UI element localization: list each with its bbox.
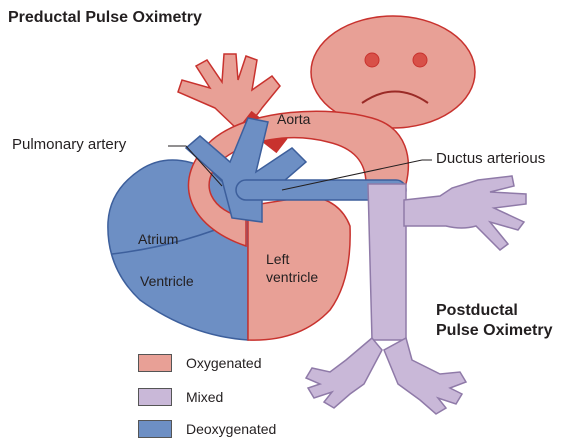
- aorta-label: Aorta: [277, 112, 310, 126]
- legend-label: Mixed: [186, 389, 223, 405]
- legend-item-mixed: Mixed: [138, 386, 223, 408]
- left-ventricle-label-line1: Left: [266, 252, 289, 266]
- ventricle-label: Ventricle: [140, 274, 194, 288]
- postductal-title-line1: Postductal: [436, 303, 518, 319]
- atrium-label: Atrium: [138, 232, 178, 246]
- legend-item-deoxygenated: Deoxygenated: [138, 418, 276, 440]
- right-foot-icon: [384, 338, 466, 414]
- legend-label: Oxygenated: [186, 355, 262, 371]
- left-ventricle-label-line2: ventricle: [266, 270, 318, 284]
- deoxygenated-swatch: [138, 420, 172, 438]
- legend-label: Deoxygenated: [186, 421, 276, 437]
- left-foot-icon: [306, 338, 382, 408]
- pulmonary-artery-label: Pulmonary artery: [12, 137, 126, 152]
- mixed-swatch: [138, 388, 172, 406]
- preductal-title: Preductal Pulse Oximetry: [8, 10, 202, 26]
- oxygenated-swatch: [138, 354, 172, 372]
- postductal-title-line2: Pulse Oximetry: [436, 323, 553, 339]
- left-hand-icon: [404, 176, 526, 250]
- ductus-arterious-label: Ductus arterious: [436, 151, 545, 166]
- legend-item-oxygenated: Oxygenated: [138, 352, 262, 374]
